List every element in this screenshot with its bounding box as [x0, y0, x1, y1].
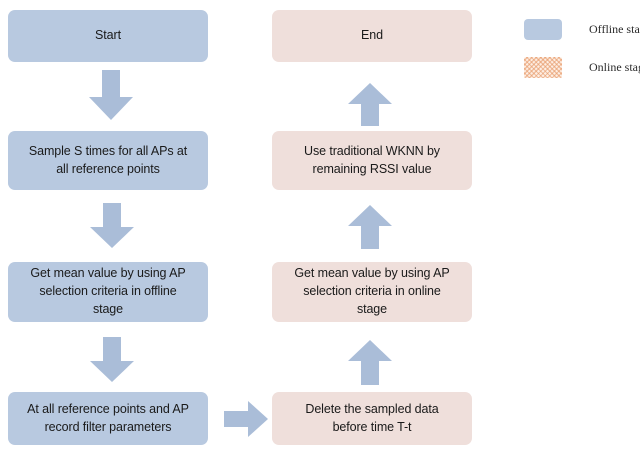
node-mean-offline-label: Get mean value by using AP selection cri… [30, 266, 186, 316]
node-end: End [272, 10, 472, 62]
node-start: Start [8, 10, 208, 62]
legend-item-online-label: Online stage [589, 60, 640, 74]
arrow-delete-to-mean-online [348, 340, 392, 385]
node-record-filter: At all reference points and AP record fi… [8, 392, 208, 445]
arrow-mean-online-to-wknn [348, 205, 392, 249]
arrow-record-filter-to-delete [224, 401, 268, 437]
node-sample-label: Sample S times for all APs at all refere… [28, 143, 188, 176]
legend-online-swatch-icon [524, 57, 562, 78]
node-delete-label: Delete the sampled data before time T-t [305, 401, 439, 434]
legend-offline-swatch-icon [524, 19, 562, 40]
arrow-start-to-sample [89, 70, 133, 120]
node-mean-online: Get mean value by using AP selection cri… [272, 262, 472, 322]
node-mean-online-label: Get mean value by using AP selection cri… [294, 266, 450, 316]
arrow-sample-to-mean-offline [90, 203, 134, 248]
legend-item-offline: Offline stage [524, 19, 640, 40]
node-wknn-label: Use traditional WKNN by remaining RSSI v… [304, 143, 440, 176]
legend-item-online: Online stage [524, 57, 640, 78]
node-mean-offline: Get mean value by using AP selection cri… [8, 262, 208, 322]
legend-item-offline-label: Offline stage [589, 22, 640, 36]
node-record-filter-label: At all reference points and AP record fi… [27, 401, 189, 434]
arrow-wknn-to-end [348, 83, 392, 126]
node-sample: Sample S times for all APs at all refere… [8, 131, 208, 190]
node-delete: Delete the sampled data before time T-t [272, 392, 472, 445]
node-wknn: Use traditional WKNN by remaining RSSI v… [272, 131, 472, 190]
arrow-mean-offline-to-record-filter [90, 337, 134, 382]
node-start-label: Start [95, 28, 121, 43]
node-end-label: End [361, 28, 383, 43]
